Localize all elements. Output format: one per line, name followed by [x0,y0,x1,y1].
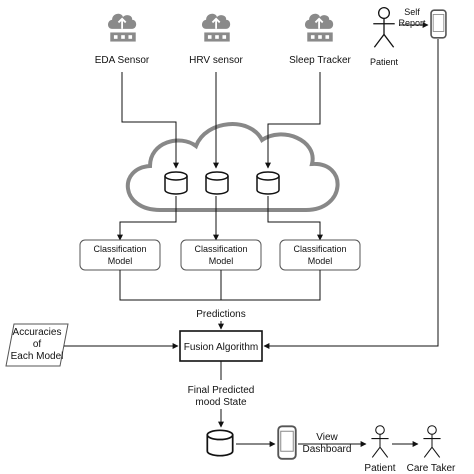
hrv-sensor-node: HRV sensor [189,12,244,66]
accuracies-line1: Accuracies [13,327,62,338]
model-3-line1: Classification [293,244,346,254]
phone-top-icon [430,9,447,39]
patient-bottom-label: Patient [364,463,395,474]
classification-model-1: Classification Model [79,239,161,271]
fusion-label: Fusion Algorithm [184,342,258,353]
model-3-line2: Model [308,256,333,266]
accuracies-line2: of [33,339,42,350]
sleep-to-db-arrow [265,72,321,169]
sleep-tracker-label: Sleep Tracker [289,55,351,66]
eda-sensor-node: EDA Sensor [95,12,150,66]
hrv-sensor-label: HRV sensor [189,55,243,66]
view-dashboard-line1: View [316,432,338,443]
hrv-sensor-icon [201,12,232,43]
model-1-line2: Model [108,256,133,266]
patient-top-label: Patient [370,57,399,67]
caretaker-node: Care Taker [407,425,456,474]
patient-top-icon [372,6,396,49]
caretaker-icon [422,425,442,458]
classification-model-2: Classification Model [180,239,262,271]
self-report-to-fusion-arrow [263,39,439,349]
caretaker-label: Care Taker [407,463,456,474]
final-state-line1: Final Predicted [188,385,255,396]
final-state-line2: mood State [195,397,247,408]
eda-sensor-icon [107,12,138,43]
cloud-shape [125,122,340,212]
eda-to-db-arrow [121,72,179,169]
models-merge-line [119,270,321,301]
patient-top-node: Patient [370,6,399,67]
classification-model-3: Classification Model [279,239,361,271]
database-icon-2 [205,171,229,195]
dashboard-phone-icon [277,425,297,460]
accuracies-input: Accuracies of Each Model [5,323,69,367]
predictions-label: Predictions [196,309,245,320]
fusion-algorithm-box: Fusion Algorithm [179,330,263,362]
database-icon-1 [164,171,188,195]
db-to-model-arrow-3 [267,196,323,241]
accuracies-line3: Each Model [11,351,64,362]
self-report-label-1: Self [404,7,420,17]
eda-sensor-label: EDA Sensor [95,55,150,66]
sleep-tracker-node: Sleep Tracker [289,12,352,66]
view-dashboard-line2: Dashboard [303,444,352,455]
patient-bottom-node: Patient [364,425,396,474]
db-to-model-arrow-1 [117,196,177,241]
model-2-line2: Model [209,256,234,266]
database-icon-3 [256,171,280,195]
sleep-tracker-icon [304,12,335,43]
final-database-icon [206,429,234,457]
self-report-label-2: Report [398,18,426,28]
model-2-line1: Classification [194,244,247,254]
patient-bottom-icon [370,425,390,458]
model-1-line1: Classification [93,244,146,254]
